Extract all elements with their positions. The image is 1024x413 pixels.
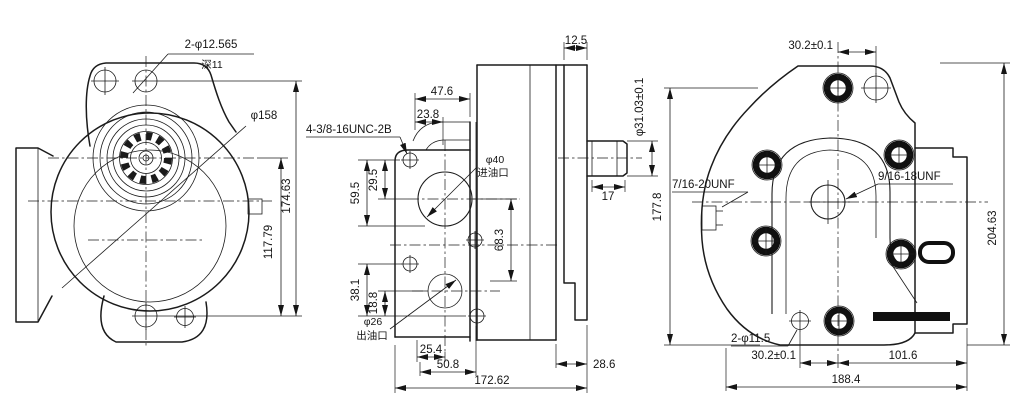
side-thread-callout: 4-3/8-16UNC-2B [306, 124, 392, 136]
rear-seal-bolt-holes [750, 72, 917, 337]
rear-total-width: 188.4 [832, 374, 861, 386]
rear-thread-center: 9/16-18UNF [878, 171, 941, 183]
seal-hole [883, 139, 915, 171]
side-view: 47.6 23.8 4-3/8-16UNC-2B 59.5 29.5 38.1 … [306, 35, 658, 393]
seal-hole [751, 149, 783, 181]
front-bolt-callout: 2-φ12.565 [185, 39, 238, 51]
side-inlet-dia: φ40 [486, 154, 505, 166]
side-body-outline [394, 64, 628, 342]
seal-hole [823, 305, 855, 337]
front-outer-dia: φ158 [251, 110, 278, 122]
side-shaft-len: 17 [602, 191, 615, 203]
side-rear-depth: 28.6 [593, 359, 615, 371]
front-height-total: 174.63 [281, 178, 293, 213]
side-bottom-b: 50.8 [437, 359, 459, 371]
seal-hole [885, 238, 917, 270]
side-top-width: 47.6 [431, 86, 453, 98]
front-height-inner: 117.79 [263, 225, 275, 259]
rear-height-left: 177.8 [652, 193, 664, 222]
rear-height-total: 204.63 [987, 210, 999, 245]
rear-hole-callout: 2-φ11.5 [731, 333, 770, 345]
side-port-span: 68.3 [494, 229, 506, 251]
side-lower-offset-b: 18.8 [368, 292, 380, 314]
rear-top-offset: 30.2±0.1 [788, 40, 833, 52]
side-inlet-label: 进油口 [477, 166, 509, 179]
side-ports [401, 151, 486, 325]
rear-bottom-width: 101.6 [889, 350, 918, 362]
rear-housing-outline [700, 65, 968, 346]
side-upper-offset-b: 29.5 [368, 169, 380, 191]
side-top-half-width: 23.8 [417, 109, 439, 121]
side-pilot-dia: φ31.03±0.1 [634, 78, 646, 137]
side-lower-offset-a: 38.1 [350, 279, 362, 301]
side-flange-thickness: 12.5 [565, 35, 587, 47]
front-bolt-depth: 深11 [201, 59, 223, 71]
front-housing-outline [15, 62, 263, 343]
rear-view: 30.2±0.1 177.8 204.63 7/16-20UNF 9/16-18… [652, 40, 1010, 391]
rear-thread-left: 7/16-20UNF [672, 179, 735, 191]
side-total-width: 172.62 [474, 375, 509, 387]
side-bottom-a: 25.4 [420, 344, 443, 356]
rear-dimensions: 30.2±0.1 177.8 204.63 7/16-20UNF 9/16-18… [652, 40, 1010, 391]
side-outlet-label: 出油口 [356, 329, 388, 342]
front-view: 2-φ12.565 深11 φ158 117.79 174.63 [15, 39, 302, 346]
side-upper-offset-a: 59.5 [350, 182, 362, 204]
side-outlet-dia: φ26 [364, 316, 383, 328]
front-centerlines [28, 56, 272, 346]
side-centerlines [390, 140, 642, 352]
rear-bottom-offset: 30.2±0.1 [751, 350, 796, 362]
side-dimensions: 47.6 23.8 4-3/8-16UNC-2B 59.5 29.5 38.1 … [306, 35, 658, 393]
seal-hole [750, 225, 782, 257]
rear-centerlines [692, 42, 988, 356]
front-dimensions: 2-φ12.565 深11 φ158 117.79 174.63 [61, 39, 302, 317]
